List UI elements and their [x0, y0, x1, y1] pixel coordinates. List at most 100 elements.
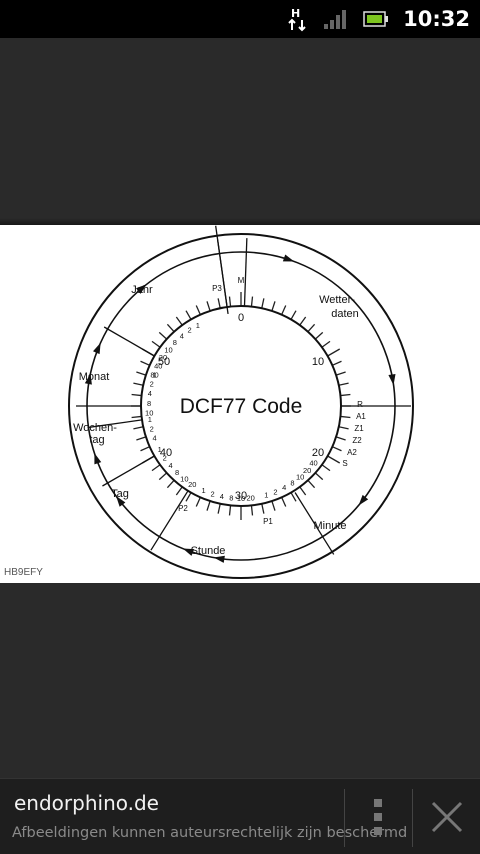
divider — [412, 789, 413, 847]
field-divider — [216, 239, 228, 308]
data-transfer-icon: H — [287, 6, 309, 32]
second-tick — [151, 464, 161, 472]
range-arrowhead — [94, 452, 102, 465]
bit-weight-label: 20 — [246, 493, 254, 502]
range-arrowhead — [93, 342, 101, 355]
image-credit: HB9EFY — [4, 567, 43, 578]
label-jahr: Jahr — [131, 284, 153, 296]
copyright-notice: Afbeeldingen kunnen auteursrechtelijk zi… — [12, 825, 408, 841]
number-0: 0 — [238, 312, 244, 324]
bit-weight-label: 10 — [180, 474, 188, 483]
second-tick — [185, 310, 192, 320]
second-tick — [327, 455, 341, 464]
bit-weight-label: 20 — [159, 353, 167, 362]
second-tick — [228, 296, 232, 307]
second-tick — [250, 505, 254, 516]
bit-weight-label: 1 — [158, 445, 162, 454]
second-tick — [195, 497, 201, 507]
signal-bars-icon — [323, 8, 349, 30]
second-tick — [136, 436, 147, 441]
range-arrowhead — [282, 254, 295, 262]
marker-p2: P2 — [178, 504, 188, 513]
second-tick — [332, 360, 342, 366]
field-divider — [150, 490, 189, 551]
source-site[interactable]: endorphino.de — [14, 791, 159, 815]
number-10: 10 — [312, 356, 324, 368]
second-tick — [271, 500, 276, 511]
second-tick — [335, 436, 346, 441]
close-button[interactable] — [418, 783, 476, 851]
bit-weight-label: 8 — [290, 478, 294, 487]
dcf77-code-image[interactable]: DCF77 Code 0 10 20 30 40 50 Jahr Wetter-… — [0, 225, 480, 583]
bit-weight-label: 20 — [188, 480, 196, 489]
second-tick — [271, 301, 276, 312]
marker-a1: A1 — [356, 412, 366, 421]
range-arrowhead — [213, 555, 225, 563]
status-clock: 10:32 — [403, 7, 470, 31]
marker-a2: A2 — [347, 448, 357, 457]
second-tick — [281, 305, 287, 315]
second-tick — [158, 331, 168, 340]
range-arrowhead — [136, 284, 147, 294]
bit-weight-label: 2 — [210, 489, 214, 498]
second-tick — [175, 486, 183, 496]
overflow-menu-button[interactable] — [352, 783, 404, 851]
bit-weight-label: 1 — [152, 371, 156, 380]
second-tick — [340, 415, 351, 419]
range-arrowhead — [388, 373, 396, 386]
second-tick — [340, 393, 351, 397]
image-shadow — [0, 218, 480, 226]
second-tick — [314, 472, 324, 481]
second-tick — [206, 301, 211, 312]
label-tag-suffix: tag — [89, 434, 104, 446]
second-tick — [321, 464, 331, 472]
second-tick — [290, 492, 297, 502]
second-tick — [166, 479, 175, 489]
outer-circle — [68, 233, 414, 579]
field-divider — [102, 455, 155, 487]
second-tick — [290, 310, 297, 320]
network-type-label: H — [291, 7, 300, 20]
field-divider — [103, 326, 155, 357]
marker-z1: Z1 — [354, 424, 364, 433]
second-tick — [131, 393, 142, 397]
marker-p1: P1 — [263, 517, 273, 526]
second-tick — [261, 298, 265, 309]
bit-weight-label: 10 — [145, 408, 153, 417]
second-tick — [140, 360, 150, 366]
bit-weight-label: 4 — [180, 332, 184, 341]
label-wetter: Wetter- — [319, 294, 355, 306]
second-tick — [185, 492, 192, 502]
bit-weight-label: 40 — [309, 459, 317, 468]
bit-weight-label: 80 — [150, 371, 158, 380]
bit-weight-label: 4 — [152, 433, 156, 442]
bit-weight-label: 2 — [150, 380, 154, 389]
close-icon — [431, 801, 463, 833]
second-tick — [307, 479, 316, 489]
bit-weight-label: 10 — [164, 345, 172, 354]
bit-weight-label: 4 — [220, 492, 224, 501]
bit-weight-label: 1 — [148, 415, 152, 424]
diagram-title: DCF77 Code — [180, 395, 303, 418]
number-30: 30 — [235, 490, 247, 502]
label-minute: Minute — [313, 520, 346, 532]
bottom-info-bar: endorphino.de Afbeeldingen kunnen auteur… — [0, 778, 480, 854]
number-50: 50 — [158, 356, 170, 368]
bit-weight-label: 4 — [282, 483, 286, 492]
battery-icon — [363, 10, 389, 28]
label-tag: Tag — [111, 488, 129, 500]
bit-weight-label: 8 — [175, 468, 179, 477]
bit-weight-label: 8 — [147, 399, 151, 408]
bit-weight-label: 2 — [187, 326, 191, 335]
image-viewer[interactable]: DCF77 Code 0 10 20 30 40 50 Jahr Wetter-… — [0, 38, 480, 778]
second-tick — [206, 500, 211, 511]
dcf77-diagram: DCF77 Code 0 10 20 30 40 50 Jahr Wetter-… — [4, 225, 414, 579]
marker-m: M — [238, 276, 245, 285]
second-tick — [335, 371, 346, 376]
marker-p3: P3 — [212, 284, 222, 293]
bit-weight-label: 1 — [201, 486, 205, 495]
marker-s: S — [342, 459, 347, 468]
second-tick — [314, 331, 324, 340]
second-tick — [332, 446, 342, 452]
second-tick — [327, 348, 341, 357]
